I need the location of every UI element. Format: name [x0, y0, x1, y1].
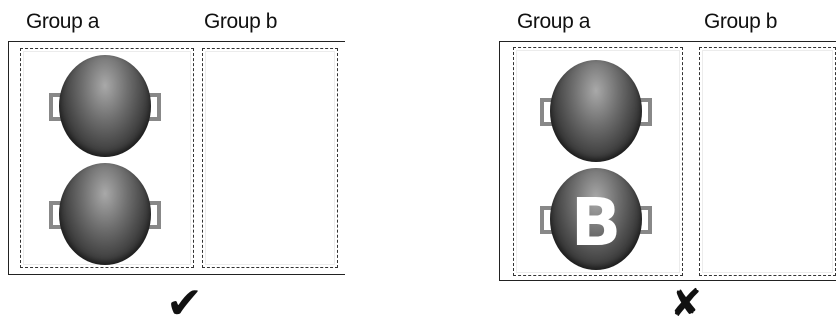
correct-example-panel: Group a Group b ✔: [0, 0, 345, 327]
incorrect-example-panel: Group a Group b B ✘: [490, 0, 836, 327]
groups-container: [8, 41, 345, 275]
pot-icon: [43, 55, 167, 159]
groups-container: B: [499, 41, 836, 281]
group-b-column: [202, 48, 338, 268]
group-a-label: Group a: [26, 10, 100, 33]
pot-icon: [534, 60, 658, 164]
group-b-label: Group b: [204, 10, 278, 33]
pot-icon: [43, 163, 167, 267]
pot-badge-label: B: [570, 184, 622, 261]
checkmark-icon: ✔: [166, 278, 203, 329]
group-a-label: Group a: [517, 10, 591, 33]
group-a-column: B: [513, 47, 683, 276]
group-b-column: [699, 47, 836, 276]
group-a-column: [20, 48, 194, 268]
group-b-label: Group b: [704, 10, 778, 33]
cross-icon: ✘: [670, 281, 702, 325]
pot-b-icon: B: [534, 168, 658, 272]
